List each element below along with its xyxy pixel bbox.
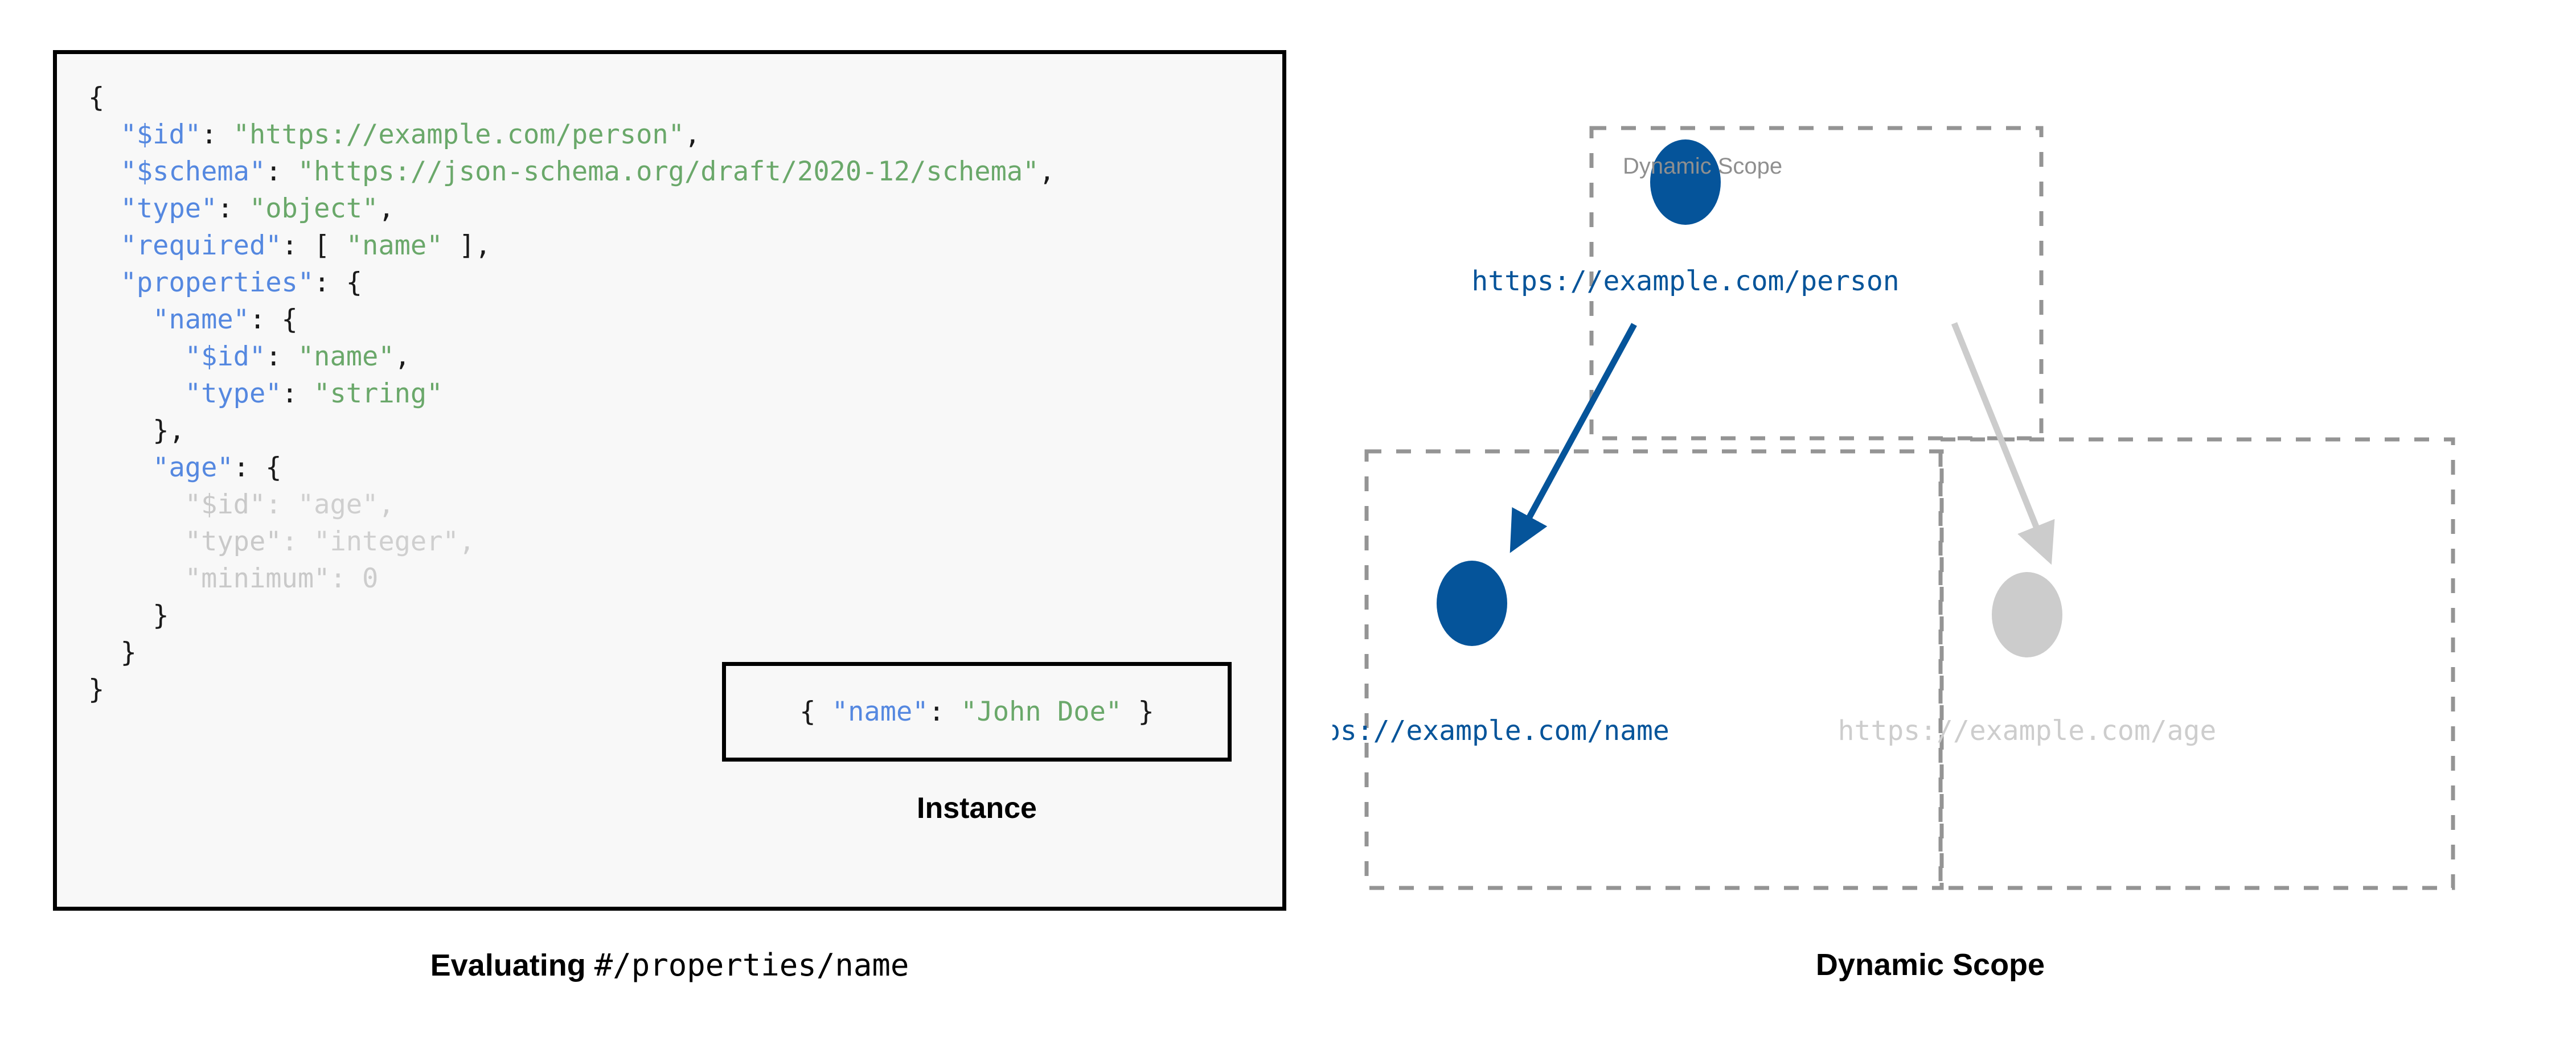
code-token: "name": [153, 304, 249, 335]
code-line: "age": {: [88, 449, 1055, 486]
code-token: },: [153, 415, 185, 446]
code-token: "https://json-schema.org/draft/2020-12/s…: [297, 156, 1039, 187]
code-line: "required": [ "name" ],: [88, 227, 1055, 264]
code-token: :: [217, 193, 249, 224]
code-token: "$id": [184, 489, 266, 520]
schema-code-panel: { "$id": "https://example.com/person", "…: [53, 50, 1286, 911]
code-token: "type": [184, 526, 282, 557]
code-token: 0: [362, 563, 379, 594]
code-line: "$schema": "https://json-schema.org/draf…: [88, 153, 1055, 190]
edge-person-to-age: [1951, 322, 2055, 565]
code-line: },: [88, 412, 1055, 449]
code-token: : {: [233, 452, 282, 483]
instance-token: "name": [831, 696, 929, 727]
code-token: "type": [184, 378, 282, 409]
code-line: }: [88, 671, 1055, 708]
code-token: "type": [120, 193, 218, 224]
node-circle-age: [1992, 572, 2062, 657]
right-figure-caption: Dynamic Scope: [1815, 948, 2045, 982]
code-token: "properties": [120, 267, 314, 298]
code-token: ,: [394, 341, 411, 372]
instance-token: :: [928, 696, 961, 727]
left-caption-pointer: #/properties/name: [594, 947, 909, 983]
instance-token: }: [1122, 696, 1154, 727]
code-token: :: [281, 378, 314, 409]
code-token: "name": [346, 230, 443, 261]
instance-code: { "name": "John Doe" }: [799, 696, 1154, 727]
code-token: }: [153, 600, 169, 631]
code-token: : {: [314, 267, 363, 298]
code-token: "minimum": [184, 563, 330, 594]
code-token: "required": [120, 230, 282, 261]
code-token: :: [201, 119, 233, 150]
code-line: "type": "string": [88, 375, 1055, 412]
code-line: "minimum": 0: [88, 560, 1055, 597]
code-token: ],: [442, 230, 491, 261]
code-line: "properties": {: [88, 264, 1055, 301]
code-token: "object": [249, 193, 379, 224]
diagram-edges: [1509, 322, 2055, 565]
code-token: }: [120, 637, 137, 668]
code-token: }: [88, 674, 105, 705]
code-token: "age": [153, 452, 233, 483]
code-token: :: [330, 563, 363, 594]
instance-caption: Instance: [917, 792, 1037, 825]
code-line: "$id": "age",: [88, 486, 1055, 523]
diagram-nodes: https://example.com/person https://exampl…: [1332, 139, 2216, 747]
node-label-age: https://example.com/age: [1838, 715, 2217, 747]
dynamic-scope-diagram: https://example.com/person https://exampl…: [1332, 68, 2528, 922]
code-token: :: [265, 489, 298, 520]
code-token: : {: [249, 304, 298, 335]
code-token: "age": [297, 489, 379, 520]
code-token: ,: [684, 119, 701, 150]
node-label-person: https://example.com/person: [1471, 265, 1899, 297]
code-token: :: [265, 341, 298, 372]
code-token: {: [88, 82, 105, 113]
scope-boxes: [1364, 126, 2455, 890]
diagram-svg: https://example.com/person https://exampl…: [1332, 126, 2455, 890]
schema-code: { "$id": "https://example.com/person", "…: [88, 79, 1055, 708]
left-figure-caption: Evaluating #/properties/name: [53, 947, 1286, 983]
edge-person-to-name: [1509, 323, 1637, 553]
code-token: ,: [378, 193, 395, 224]
code-line: "$id": "name",: [88, 338, 1055, 375]
instance-token: {: [799, 696, 832, 727]
code-line: }: [88, 597, 1055, 634]
node-circle-person: [1650, 139, 1721, 225]
code-token: : [: [281, 230, 346, 261]
code-line: {: [88, 79, 1055, 116]
code-line: "type": "integer",: [88, 523, 1055, 560]
code-line: "$id": "https://example.com/person",: [88, 116, 1055, 153]
node-circle-name: [1437, 561, 1507, 646]
scope-box-outer-person: [1589, 126, 2044, 441]
scope-box-scope-age: [1938, 437, 2455, 890]
code-line: }: [88, 634, 1055, 671]
code-token: ,: [378, 489, 395, 520]
left-caption-bold: Evaluating: [430, 948, 594, 982]
scope-box-scope-name: [1364, 449, 1944, 890]
dynamic-scope-label: Dynamic Scope: [1623, 154, 1782, 179]
code-token: :: [265, 156, 298, 187]
code-line: "name": {: [88, 301, 1055, 338]
code-token: ,: [1039, 156, 1055, 187]
code-line: "type": "object",: [88, 190, 1055, 227]
node-label-name: https://example.com/name: [1332, 715, 1670, 747]
code-token: :: [281, 526, 314, 557]
code-token: "$schema": [120, 156, 266, 187]
code-token: "$id": [120, 119, 202, 150]
instance-box: { "name": "John Doe" }: [722, 662, 1232, 762]
code-token: "name": [297, 341, 395, 372]
code-token: "https://example.com/person": [233, 119, 684, 150]
code-token: "string": [314, 378, 443, 409]
code-token: "$id": [184, 341, 266, 372]
instance-token: "John Doe": [961, 696, 1122, 727]
code-token: ,: [458, 526, 475, 557]
code-token: "integer": [314, 526, 459, 557]
